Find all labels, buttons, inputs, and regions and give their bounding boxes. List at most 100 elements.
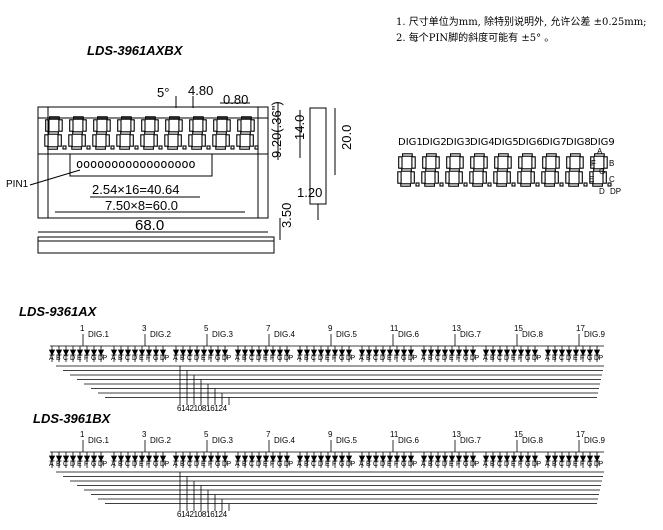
circuit1-digit-pin-5: 9 [328,324,333,333]
circuit1-digit-name-1: DIG.1 [88,330,109,339]
mech-digit-6 [164,116,187,150]
circuit1-digit-name-2: DIG.2 [150,330,171,339]
circuit2-seg-7-8: DP [470,461,479,468]
digit-label-8: DIG8 [566,137,591,148]
circuit2-seg-3-8: DP [222,461,231,468]
circuit1-digit-pin-1: 1 [80,324,85,333]
mech-digit-3 [92,116,115,150]
mech-digit-2 [68,116,91,150]
circuit2-seg-2-8: DP [160,461,169,468]
circuit2-seg-3-6: F [208,461,212,468]
circuit1-seg-5-6: F [332,355,336,362]
side-digit-5 [493,153,516,187]
pin-offset-label: 1.20 [297,185,323,200]
pin1-label: PIN1 [6,179,29,190]
circuit1-seg-3-2: B [180,355,185,362]
circuit2-seg-1-5: E [77,461,82,468]
circuit1-seg-4-5: E [263,355,268,362]
circuit1-seg-1-7: G [91,355,96,362]
circuit1-digit-name-5: DIG.5 [336,330,357,339]
seg-width-label: 0.80 [223,92,249,107]
circuit1-seg-9-1: A [545,355,550,362]
circuit2-seg-6-3: C [373,461,378,468]
circuit2-seg-6-1: A [359,461,364,468]
circuit1-seg-2-7: G [153,355,158,362]
circuit1-seg-2-4: D [132,355,137,362]
height-inch-label: 9.20(.36") [269,101,284,158]
circuit1-seg-2-1: A [111,355,116,362]
circuit2-seg-9-8: DP [594,461,603,468]
circuit1-seg-6-7: G [401,355,406,362]
circuit2-seg-6-4: D [380,461,385,468]
pin-pitch-label: 2.54×16=40.64 [92,182,180,197]
circuit2-digit-name-9: DIG.9 [584,436,605,445]
mech-digit-9 [236,116,259,150]
circuit2-seg-9-3: C [559,461,564,468]
circuit2-seg-4-7: G [277,461,282,468]
display-body-outline [37,106,269,219]
digit-label-6: DIG6 [518,137,543,148]
circuit2-seg-3-4: D [194,461,199,468]
circuit1-seg-9-2: B [552,355,557,362]
circuit1-seg-5-5: E [325,355,330,362]
circuit1-seg-1-4: D [70,355,75,362]
circuit1-seg-9-6: F [580,355,584,362]
circuit2-seg-2-3: C [125,461,130,468]
circuit1-seg-5-4: D [318,355,323,362]
circuit2-seg-6-8: DP [408,461,417,468]
digit-label-1: DIG1 [398,137,423,148]
circuit1-seg-2-8: DP [160,355,169,362]
mech-digit-4 [116,116,139,150]
side-digit-1 [397,153,420,187]
mech-digit-7 [188,116,211,150]
pin-row-outline [69,153,213,177]
circuit2-digit-pin-9: 17 [576,430,585,439]
circuit2-digit-name-7: DIG.7 [460,436,481,445]
thickness-label: 3.50 [279,202,294,228]
circuit2-seg-1-1: A [49,461,54,468]
circuit1-digit-name-8: DIG.8 [522,330,543,339]
circuit2-seg-8-1: A [483,461,488,468]
side-digit-4 [469,153,492,187]
circuit1-digit-name-7: DIG.7 [460,330,481,339]
segment-label-b: B [609,159,615,168]
circuit1-seg-8-7: G [525,355,530,362]
segment-label-f: F [591,159,596,168]
circuit1-seg-6-6: F [394,355,398,362]
circuit1-seg-8-1: A [483,355,488,362]
circuit2-seg-1-8: DP [98,461,107,468]
circuit1-seg-3-6: F [208,355,212,362]
circuit2-seg-4-3: C [249,461,254,468]
circuit1-seg-5-8: DP [346,355,355,362]
circuit2-seg-6-7: G [401,461,406,468]
circuit1-seg-5-7: G [339,355,344,362]
circuit2-seg-3-7: G [215,461,220,468]
circuit1-seg-7-8: DP [470,355,479,362]
circuit1-seg-7-6: F [456,355,460,362]
circuit2-bottom-pins: 614210816124 [177,510,227,519]
circuit1-seg-8-2: B [490,355,495,362]
circuit1-seg-3-3: C [187,355,192,362]
circuit1-seg-2-5: E [139,355,144,362]
circuit2-seg-5-5: E [325,461,330,468]
mech-digit-5 [140,116,163,150]
circuit2-seg-5-7: G [339,461,344,468]
circuit2-seg-9-6: F [580,461,584,468]
segment-label-g: G [599,167,606,176]
circuit2-digit-pin-4: 7 [266,430,271,439]
circuit2-seg-9-1: A [545,461,550,468]
circuit1-digit-pin-7: 13 [452,324,461,333]
side-digit-8 [565,153,588,187]
circuit1-seg-1-8: DP [98,355,107,362]
circuit1-seg-9-3: C [559,355,564,362]
side-digit-3 [445,153,468,187]
circuit1-seg-4-3: C [249,355,254,362]
circuit1-seg-6-8: DP [408,355,417,362]
pin-row: ooooooooooooooooo [76,157,196,171]
circuit2-seg-6-5: E [387,461,392,468]
circuit1-seg-9-8: DP [594,355,603,362]
circuit2-seg-3-3: C [187,461,192,468]
circuit2-seg-3-5: E [201,461,206,468]
digit-label-9: DIG9 [590,137,615,148]
